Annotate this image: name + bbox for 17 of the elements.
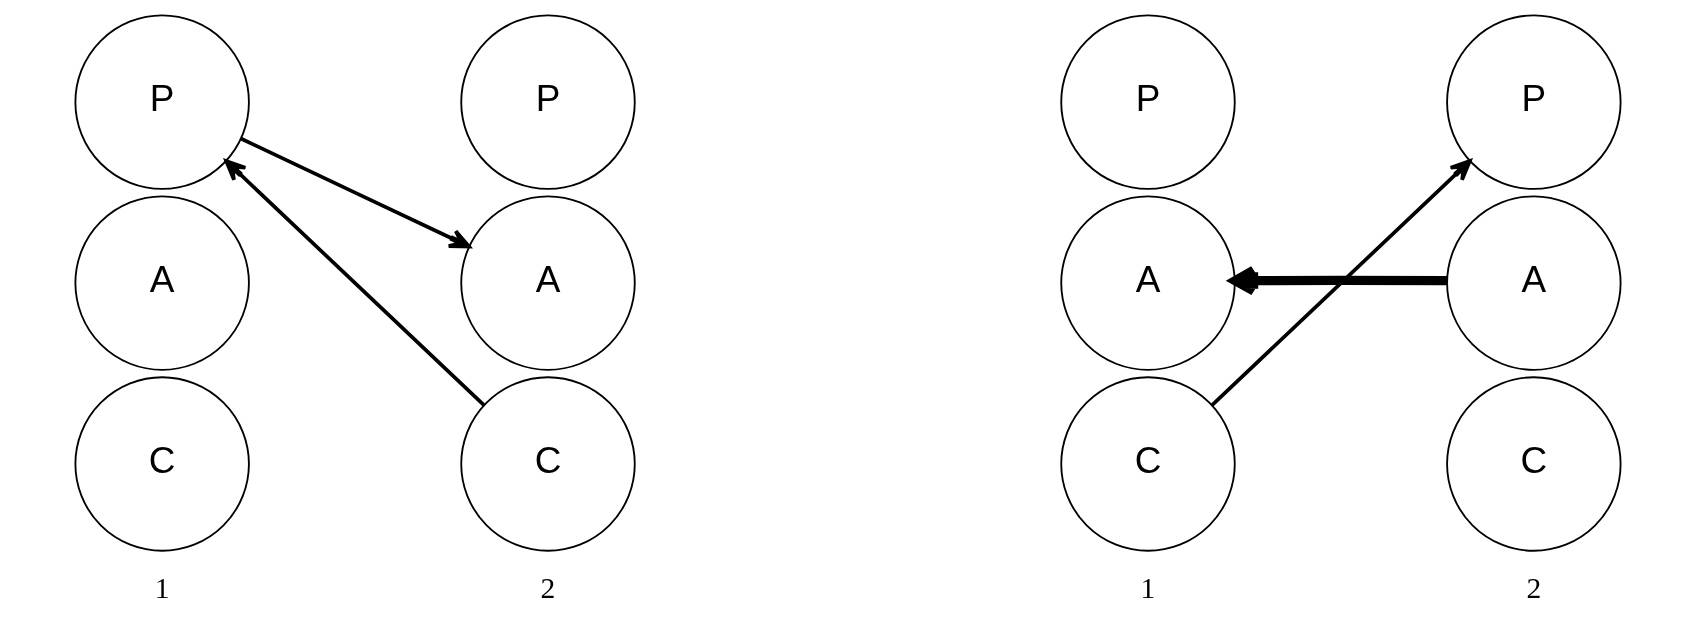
node-circle: A bbox=[459, 195, 636, 371]
label: 2 bbox=[540, 572, 555, 605]
node-circle: C bbox=[1059, 376, 1236, 552]
node-circle: A bbox=[1059, 195, 1236, 371]
node-circle: P bbox=[459, 14, 636, 190]
node-circle: A bbox=[1445, 195, 1622, 371]
node-circle: C bbox=[459, 376, 636, 552]
label: 1 bbox=[1140, 572, 1155, 605]
label: 1 bbox=[154, 572, 170, 605]
node-circle: C bbox=[1445, 376, 1622, 552]
node-circle: A bbox=[73, 195, 250, 371]
arrow bbox=[223, 159, 485, 407]
node-circle: P bbox=[1059, 14, 1236, 190]
arrow bbox=[1210, 159, 1472, 407]
label: 2 bbox=[1525, 572, 1541, 605]
node-circle: C bbox=[73, 376, 250, 552]
arrow bbox=[240, 137, 471, 249]
